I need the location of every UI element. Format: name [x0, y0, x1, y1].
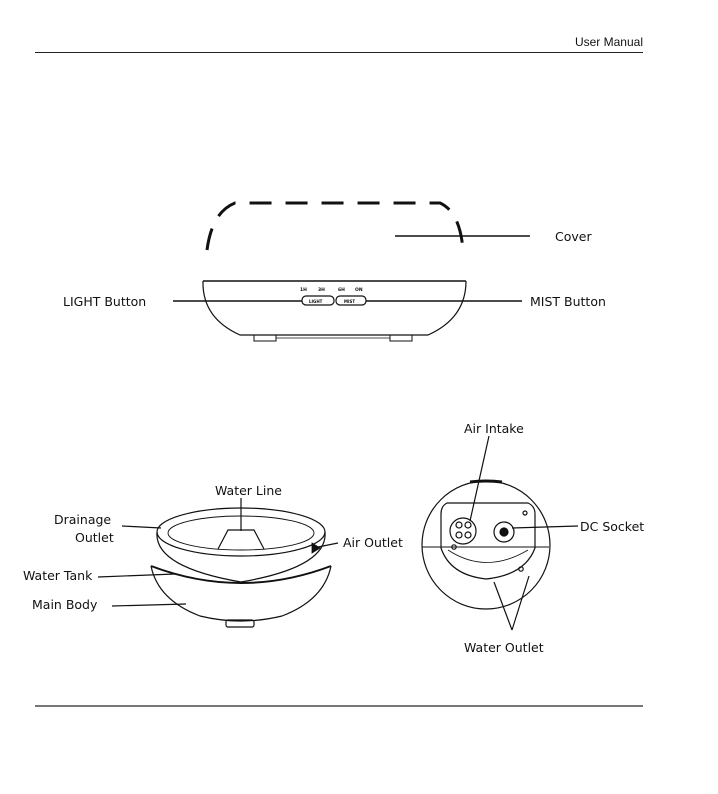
- water-outlet-label: Water Outlet: [464, 640, 544, 655]
- grille-hole-4: [465, 532, 471, 538]
- main-body-leader: [112, 604, 186, 606]
- timer-3h: 3H: [318, 287, 325, 293]
- center-cone: [218, 530, 264, 549]
- grille-hole-3: [456, 532, 462, 538]
- water-tank-leader: [98, 574, 175, 577]
- mist-button-label: MIST Button: [530, 294, 606, 309]
- left-foot: [254, 335, 276, 341]
- main-body-outline: [203, 281, 466, 335]
- grille-hole-2: [465, 522, 471, 528]
- timer-6h: 6H: [338, 287, 345, 293]
- dc-socket-leader: [512, 526, 578, 528]
- diffuser-open-view: [151, 498, 331, 627]
- right-foot: [390, 335, 412, 341]
- air-outlet-label: Air Outlet: [343, 535, 403, 550]
- seam-line: [151, 566, 331, 583]
- timer-on: ON: [355, 287, 363, 293]
- air-outlet-leader: [318, 543, 338, 547]
- top-arc-thick: [470, 481, 502, 482]
- diffuser-side-view: [203, 203, 466, 341]
- light-key-label: LIGHT: [309, 299, 323, 304]
- main-body-label: Main Body: [32, 597, 98, 612]
- drainage-outlet-leader: [122, 526, 161, 528]
- water-outlet-leader-right: [512, 576, 529, 630]
- screw-3: [523, 511, 527, 515]
- dc-socket-pin: [500, 528, 508, 536]
- dc-socket-label: DC Socket: [580, 519, 644, 534]
- cover-label: Cover: [555, 229, 592, 244]
- diffuser-bottom-view: [422, 481, 550, 609]
- air-intake-grille: [450, 518, 476, 544]
- drainage-label-line2: Outlet: [75, 530, 114, 545]
- drainage-label-line1: Drainage: [54, 512, 111, 527]
- light-button-label: LIGHT Button: [63, 294, 146, 309]
- cover-outline: [207, 203, 463, 250]
- water-outlet-leader-left: [494, 582, 512, 630]
- water-tank-label: Water Tank: [23, 568, 93, 583]
- mist-key-label: MIST: [344, 299, 355, 304]
- water-tank-wall: [157, 532, 325, 582]
- timer-1h: 1H: [300, 287, 307, 293]
- air-intake-label: Air Intake: [464, 421, 524, 436]
- air-intake-leader: [470, 436, 489, 521]
- water-line-label: Water Line: [215, 483, 282, 498]
- base-plate-inner: [448, 550, 528, 563]
- footer-divider: [35, 705, 643, 707]
- grille-hole-1: [456, 522, 462, 528]
